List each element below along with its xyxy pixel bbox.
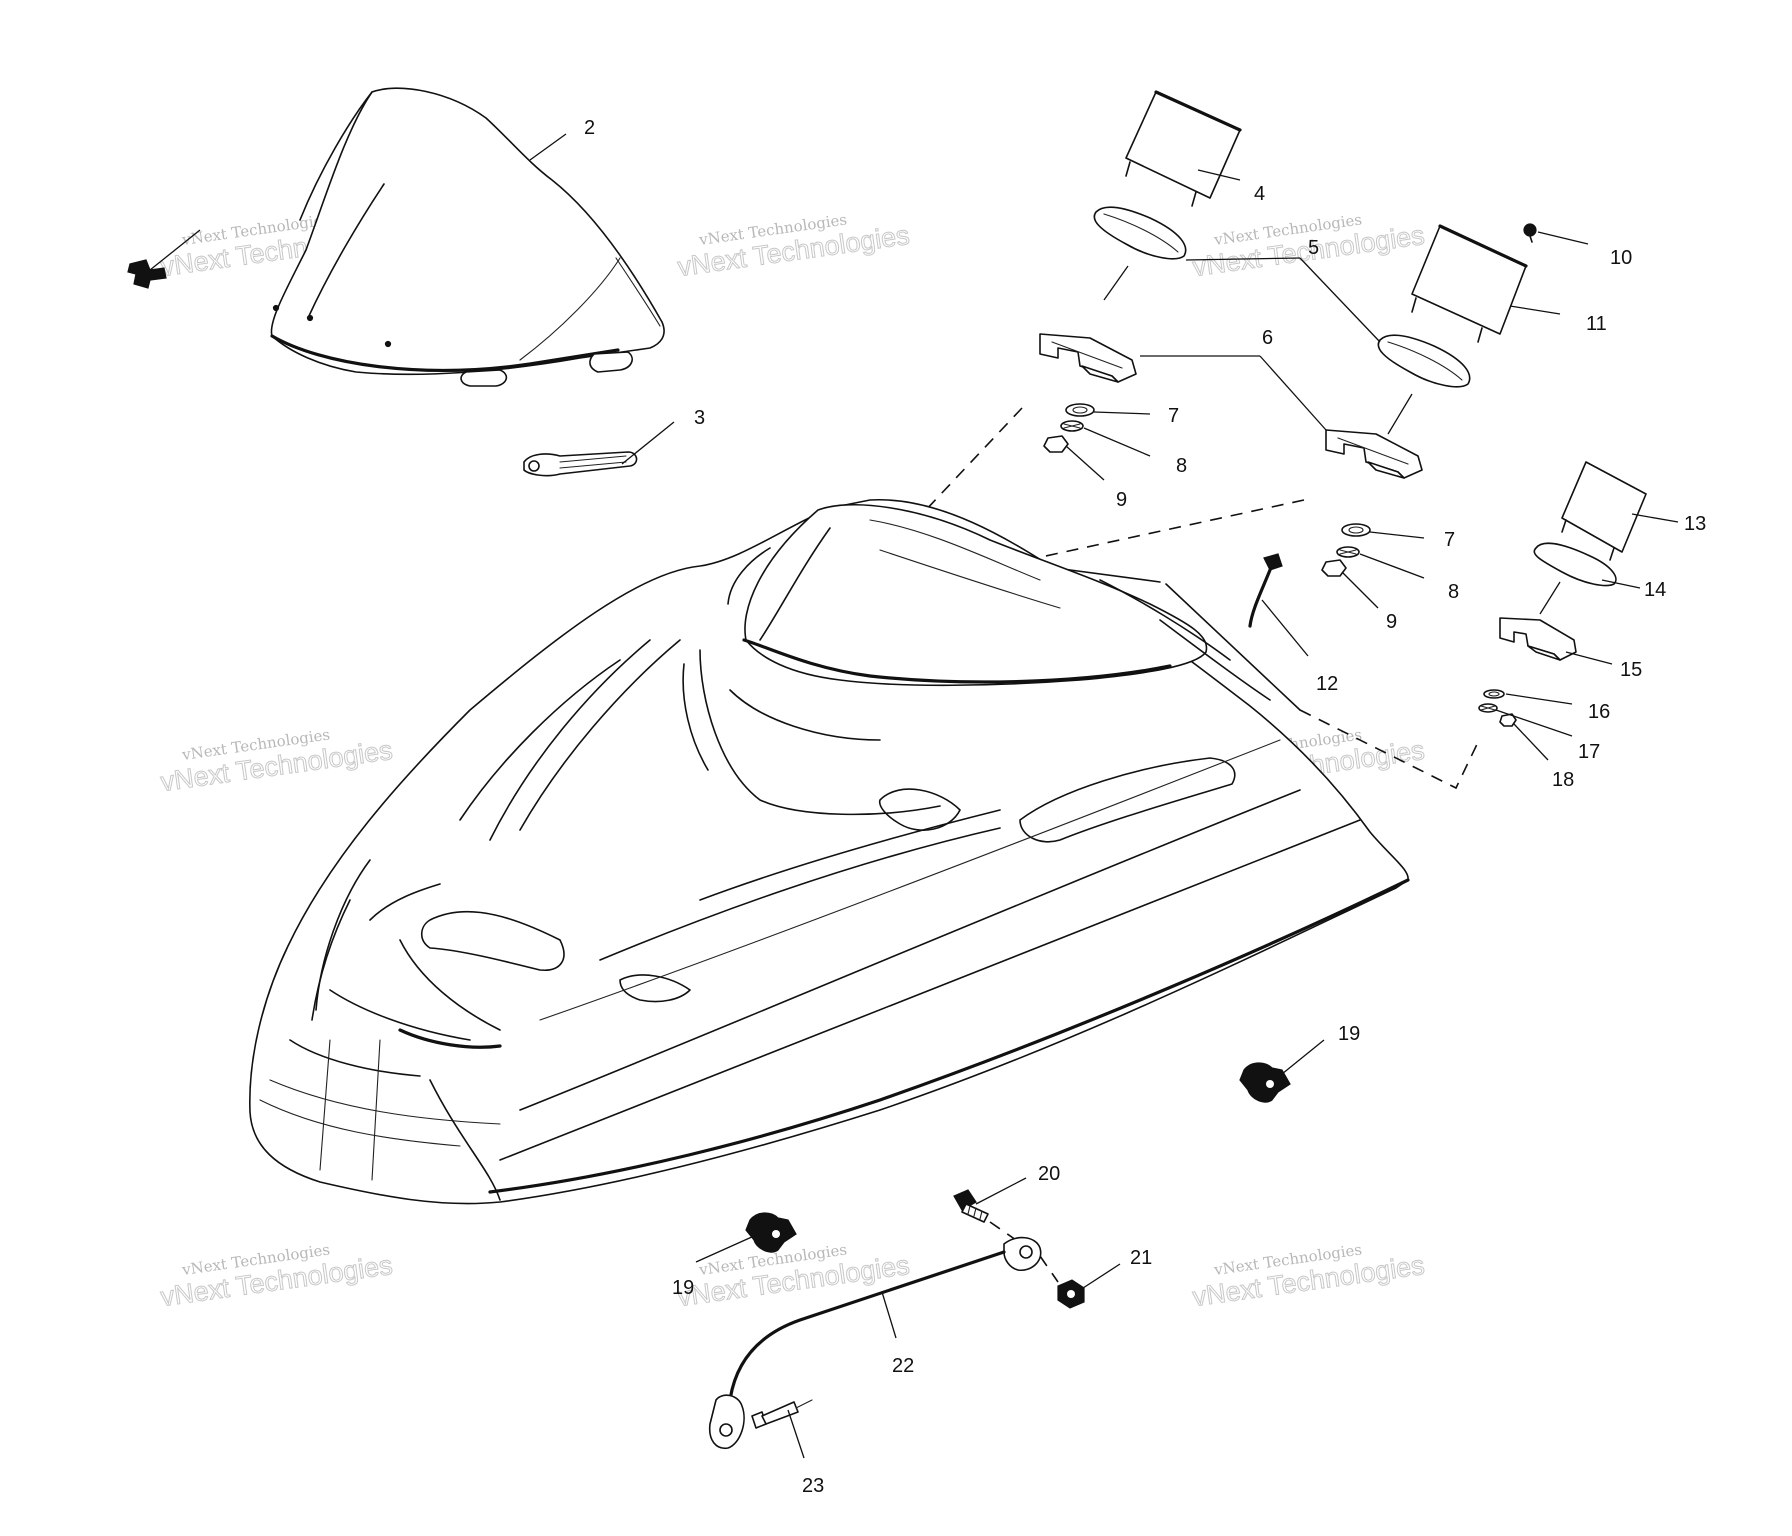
leader-line <box>1387 393 1413 435</box>
bezel-ring-2-part[interactable] <box>1377 334 1471 388</box>
callout-23: 23 <box>802 1475 824 1497</box>
nut-18-part[interactable] <box>1499 713 1517 727</box>
nut-9a-part[interactable] <box>1043 435 1069 453</box>
callout-15: 15 <box>1620 659 1642 681</box>
lever-part[interactable] <box>523 451 638 477</box>
bezel-ring-3-part[interactable] <box>1533 542 1617 587</box>
callout-2: 2 <box>584 117 595 139</box>
hood-body-part[interactable] <box>249 499 1410 1205</box>
nut-21-part[interactable] <box>1057 1279 1085 1309</box>
spring-8b-part[interactable] <box>1336 546 1360 558</box>
watermark: vNext Technologies vNext Technologies <box>158 725 395 797</box>
gauge-mount-2-part[interactable] <box>1325 429 1423 479</box>
callout-20: 20 <box>1038 1163 1060 1185</box>
watermark: vNext Technologies vNext Technologies <box>158 1240 395 1312</box>
callout-5: 5 <box>1308 237 1319 259</box>
gauge-2-part[interactable] <box>1411 224 1528 343</box>
watermark: vNext Technologies vNext Technologies <box>675 1240 912 1312</box>
spring-17-part[interactable] <box>1478 703 1498 713</box>
callout-labels: 2 3 4 5 6 7 8 9 10 11 7 8 9 12 13 14 15 … <box>584 117 1706 1497</box>
callout-7b: 7 <box>1444 529 1455 551</box>
callout-leaders <box>529 133 1679 1459</box>
rivet-23-part[interactable] <box>751 1399 813 1429</box>
callout-16: 16 <box>1588 701 1610 723</box>
wire-connector-part[interactable] <box>1248 553 1283 628</box>
bezel-ring-5-part[interactable] <box>1093 206 1187 260</box>
screw-10-part[interactable] <box>1523 223 1537 243</box>
callout-17: 17 <box>1578 741 1600 763</box>
watermark: vNext Technologies vNext Technologies <box>675 210 912 282</box>
callout-19b: 19 <box>672 1277 694 1299</box>
assembly-line <box>1039 1255 1059 1283</box>
leader-line <box>1539 581 1561 615</box>
callout-4: 4 <box>1254 183 1265 205</box>
callout-14: 14 <box>1644 579 1666 601</box>
nut-9b-part[interactable] <box>1321 559 1347 577</box>
windshield-clip-part[interactable] <box>127 229 201 289</box>
callout-9a: 9 <box>1116 489 1127 511</box>
callout-10: 10 <box>1610 247 1632 269</box>
callout-11: 11 <box>1586 313 1607 335</box>
callout-18: 18 <box>1552 769 1574 791</box>
gauge-1-part[interactable] <box>1125 90 1242 207</box>
callout-22: 22 <box>892 1355 914 1377</box>
grommet-19b-part[interactable] <box>745 1212 797 1253</box>
callout-19a: 19 <box>1338 1023 1360 1045</box>
washer-7b-part[interactable] <box>1341 523 1371 537</box>
callout-8a: 8 <box>1176 455 1187 477</box>
windshield-part[interactable] <box>270 87 665 387</box>
tether-cable-part[interactable] <box>708 1236 1042 1449</box>
callout-8b: 8 <box>1448 581 1459 603</box>
washer-7a-part[interactable] <box>1065 403 1095 417</box>
watermark: vNext Technologies vNext Technologies <box>1190 1240 1427 1312</box>
callout-13: 13 <box>1684 513 1706 535</box>
assembly-line <box>989 1221 1017 1241</box>
callout-6: 6 <box>1262 327 1273 349</box>
callout-21: 21 <box>1130 1247 1152 1269</box>
spring-8a-part[interactable] <box>1060 420 1084 432</box>
washer-16-part[interactable] <box>1483 689 1505 699</box>
callout-9b: 9 <box>1386 611 1397 633</box>
gauge-3-part[interactable] <box>1561 461 1647 561</box>
grommet-19a-part[interactable] <box>1239 1062 1291 1103</box>
gauge-mount-1-part[interactable] <box>1039 333 1137 383</box>
bolt-20-part[interactable] <box>953 1189 989 1223</box>
callout-3: 3 <box>694 407 705 429</box>
callout-7a: 7 <box>1168 405 1179 427</box>
leader-line <box>1103 265 1129 301</box>
gauge-mount-3-part[interactable] <box>1499 617 1577 661</box>
callout-12: 12 <box>1316 673 1338 695</box>
